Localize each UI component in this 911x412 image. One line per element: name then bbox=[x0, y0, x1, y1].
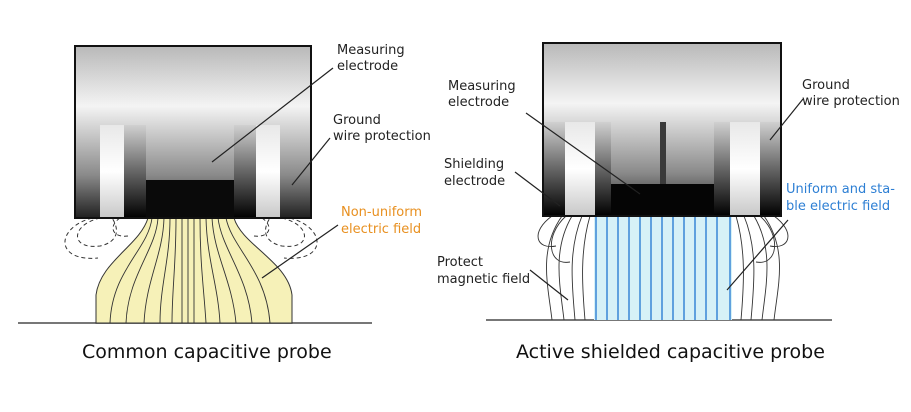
right-probe-panel: Measuring electrode Shielding electrode … bbox=[437, 42, 900, 363]
left-leader-ground bbox=[291, 137, 331, 186]
left-fringe-arcs bbox=[64, 217, 318, 259]
right-field-label: Uniform and sta- ble electric field bbox=[786, 182, 899, 214]
right-ground-wire-label: Ground wire protection bbox=[802, 78, 900, 109]
right-leader-shielding bbox=[514, 171, 561, 207]
left-field-lines bbox=[109, 217, 271, 324]
left-field-label: Non-uniform electric field bbox=[341, 205, 426, 237]
right-side-field-lines bbox=[537, 215, 789, 321]
left-caption: Common capacitive probe bbox=[82, 341, 332, 363]
left-measuring-electrode-label: Measuring electrode bbox=[337, 43, 409, 74]
right-field-region bbox=[594, 216, 732, 320]
left-probe-panel: Measuring electrode Ground wire protecti… bbox=[18, 43, 431, 363]
left-ground-wire-label: Ground wire protection bbox=[333, 113, 431, 144]
right-shielding-electrode-label: Shielding electrode bbox=[444, 157, 508, 189]
left-leader-field bbox=[261, 224, 339, 279]
right-protect-label: Protect magnetic field bbox=[437, 255, 530, 287]
left-probe-body bbox=[74, 45, 312, 219]
right-caption: Active shielded capacitive probe bbox=[516, 341, 825, 363]
right-leader-ground bbox=[769, 98, 804, 141]
right-field-lines bbox=[595, 216, 731, 320]
right-leader-protect bbox=[529, 269, 569, 301]
left-leader-measuring bbox=[211, 67, 334, 163]
right-probe-body bbox=[542, 42, 782, 217]
right-leader-measuring bbox=[525, 112, 641, 195]
right-leader-field bbox=[726, 219, 789, 291]
right-measuring-electrode-label: Measuring electrode bbox=[448, 79, 520, 110]
